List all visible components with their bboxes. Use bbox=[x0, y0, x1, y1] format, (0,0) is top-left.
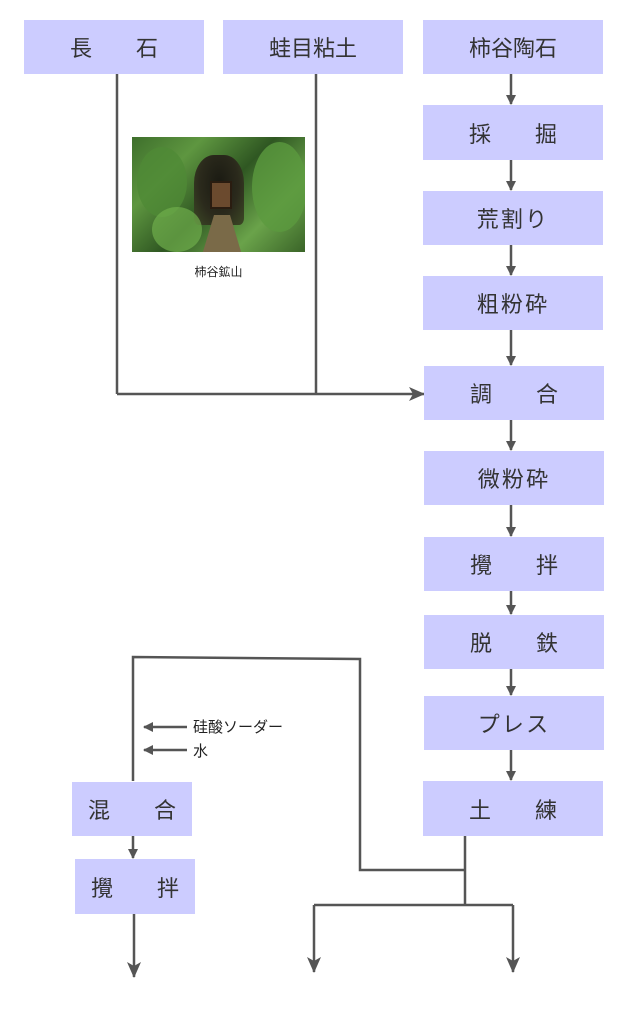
label-fine-crush: 微粉砕 bbox=[477, 468, 551, 493]
box-rough-split: 荒割り bbox=[423, 191, 603, 245]
box-feldspar: 長 石 bbox=[24, 20, 204, 74]
mine-door bbox=[210, 181, 232, 209]
box-side-stir: 攪 拌 bbox=[75, 859, 195, 914]
box-fine-crush: 微粉砕 bbox=[424, 451, 604, 505]
box-press: プレス bbox=[424, 696, 604, 750]
note-water: 水 bbox=[193, 742, 209, 760]
line-return-to-mix bbox=[131, 655, 465, 872]
label-press: プレス bbox=[477, 713, 551, 738]
label-gairome-clay: 蛙目粘土 bbox=[268, 37, 357, 62]
label-coarse-crush: 粗粉砕 bbox=[476, 293, 550, 318]
label-side-stir: 攪 拌 bbox=[90, 876, 179, 902]
mine-photo bbox=[132, 137, 305, 252]
label-mining: 採 掘 bbox=[468, 122, 557, 148]
label-deiron: 脱 鉄 bbox=[469, 632, 558, 657]
box-gairome-clay: 蛙目粘土 bbox=[223, 20, 403, 74]
label-kneading: 土 練 bbox=[468, 798, 557, 824]
label-stir: 攪 拌 bbox=[469, 554, 558, 579]
box-coarse-crush: 粗粉砕 bbox=[423, 276, 603, 330]
label-mix: 混 合 bbox=[87, 799, 176, 824]
box-blending: 調 合 bbox=[424, 366, 604, 420]
box-stir: 攪 拌 bbox=[424, 537, 604, 591]
box-mining: 採 掘 bbox=[423, 105, 603, 160]
label-kakitani-stone: 柿谷陶石 bbox=[468, 37, 557, 62]
photo-caption: 柿谷鉱山 bbox=[194, 265, 243, 279]
box-mix: 混 合 bbox=[72, 782, 192, 836]
label-blending: 調 合 bbox=[469, 383, 558, 408]
label-rough-split: 荒割り bbox=[476, 208, 550, 233]
box-deiron: 脱 鉄 bbox=[424, 615, 604, 669]
box-kakitani-stone: 柿谷陶石 bbox=[423, 20, 603, 74]
label-feldspar: 長 石 bbox=[69, 37, 158, 62]
note-sodium-silicate: 硅酸ソーダー bbox=[193, 718, 284, 736]
box-kneading: 土 練 bbox=[423, 781, 603, 836]
